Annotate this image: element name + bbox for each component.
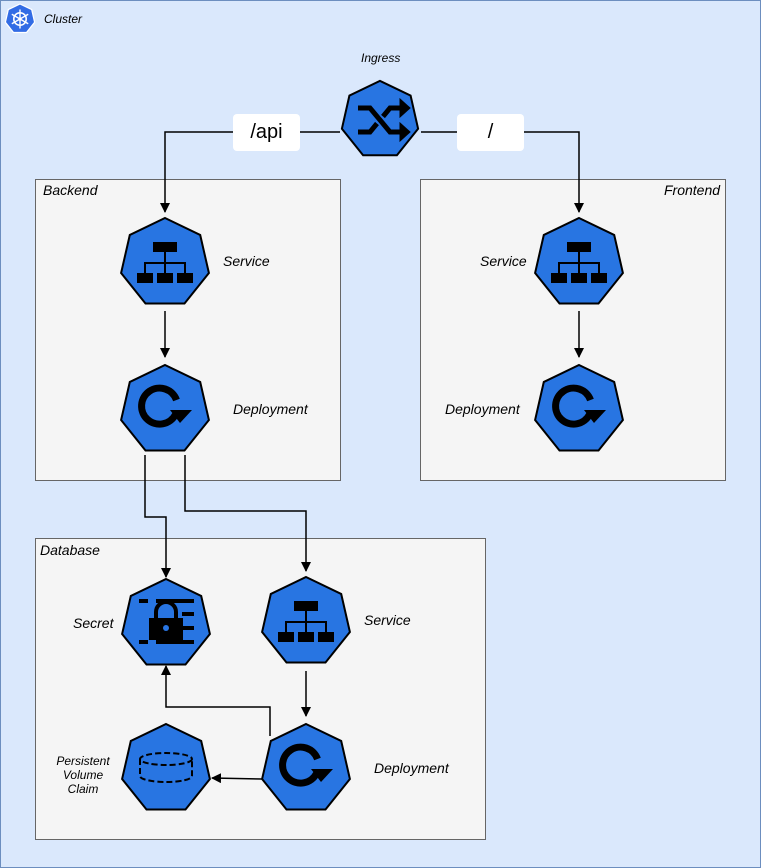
backend-service-node[interactable] bbox=[120, 216, 210, 305]
database-group-label: Database bbox=[40, 542, 100, 558]
cluster-label: Cluster bbox=[44, 12, 83, 26]
edge-backend-to-secret bbox=[144, 455, 171, 578]
frontend-deployment-node[interactable] bbox=[534, 363, 624, 452]
pvc-label: Persistent Volume Claim bbox=[48, 754, 118, 796]
frontend-deployment-label: Deployment bbox=[445, 401, 520, 417]
pvc-label-line: Persistent bbox=[56, 754, 110, 768]
route-api-label: /api bbox=[250, 121, 283, 143]
backend-group-label: Backend bbox=[43, 182, 98, 198]
database-group bbox=[35, 538, 486, 840]
ingress-label: Ingress bbox=[361, 51, 401, 65]
route-api-box bbox=[233, 114, 300, 151]
database-secret-node[interactable] bbox=[121, 577, 211, 666]
edge-backend-to-db-service bbox=[184, 455, 311, 572]
pvc-label-line: Volume bbox=[62, 768, 104, 782]
database-deployment-node[interactable] bbox=[261, 722, 351, 811]
backend-service-label: Service bbox=[223, 253, 270, 269]
database-secret-label: Secret bbox=[73, 615, 114, 631]
network-hierarchy-icon bbox=[137, 242, 193, 283]
network-hierarchy-icon bbox=[278, 601, 334, 642]
storage-cylinder-icon bbox=[139, 752, 193, 783]
frontend-service-label: Service bbox=[480, 253, 527, 269]
rotate-arrow-icon bbox=[279, 743, 333, 787]
database-deployment-label: Deployment bbox=[374, 760, 449, 776]
kubernetes-helm-wheel-icon bbox=[4, 3, 36, 34]
shuffle-icon bbox=[358, 97, 411, 143]
rotate-arrow-icon bbox=[552, 384, 606, 428]
database-service-label: Service bbox=[364, 612, 411, 628]
edge-db-deployment-to-secret bbox=[161, 665, 271, 736]
ingress-node[interactable] bbox=[340, 79, 420, 157]
persistent-volume-claim-node[interactable] bbox=[121, 722, 211, 811]
rotate-arrow-icon bbox=[138, 384, 192, 428]
route-root-box bbox=[457, 114, 524, 151]
network-hierarchy-icon bbox=[551, 242, 607, 283]
route-root-label: / bbox=[487, 121, 494, 143]
lock-secret-icon bbox=[139, 599, 194, 644]
database-service-node[interactable] bbox=[261, 575, 351, 664]
backend-deployment-label: Deployment bbox=[233, 401, 308, 417]
frontend-service-node[interactable] bbox=[534, 216, 624, 305]
frontend-group-label: Frontend bbox=[664, 182, 721, 198]
backend-deployment-node[interactable] bbox=[120, 363, 210, 452]
pvc-label-line: Claim bbox=[67, 782, 99, 796]
edge-db-deployment-to-pvc bbox=[211, 773, 263, 784]
